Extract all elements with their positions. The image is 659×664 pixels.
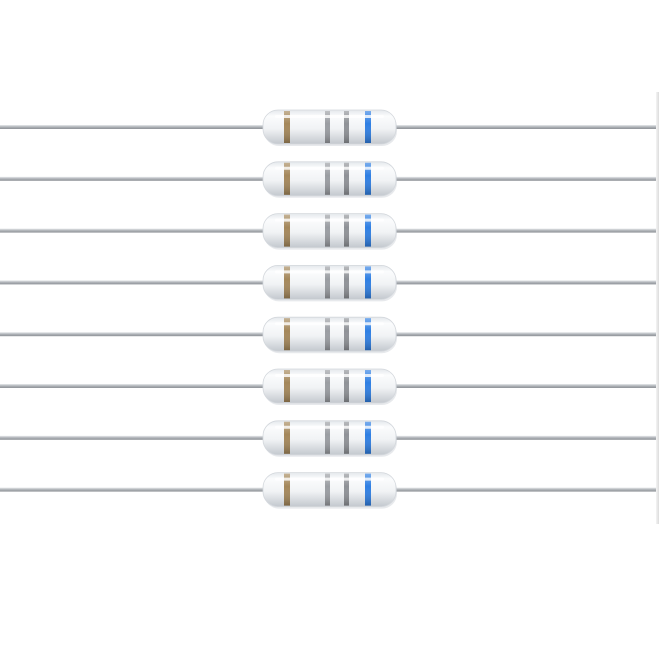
resistor-band-second-shade (325, 370, 330, 402)
resistor-band-first-shade (284, 162, 290, 195)
resistor-band-tolerance-shade (365, 162, 371, 195)
resistor-band-second-shade (325, 214, 330, 247)
resistor-band-first-shade (284, 370, 290, 402)
resistor-highlight (275, 115, 384, 118)
resistor-band-third-shade (344, 266, 349, 299)
resistor-band-second-shade (325, 111, 330, 143)
resistor-band-first-shade (284, 473, 290, 506)
resistor-band-second-shade (325, 318, 330, 351)
resistor-lead-left (0, 280, 267, 285)
resistor-highlight (275, 270, 384, 274)
resistor-band-first-shade (284, 318, 290, 351)
resistor-lead-left (0, 125, 267, 129)
resistor-band-second-shade (325, 266, 330, 299)
resistor-band-first-shade (284, 214, 290, 247)
resistor-band-tolerance-shade (365, 111, 371, 143)
resistor-band-third-shade (344, 318, 349, 351)
resistor-band-second-shade (325, 473, 330, 506)
resistor-band-second-shade (325, 162, 330, 195)
resistor-lead-left (0, 228, 267, 233)
resistor (0, 264, 659, 302)
resistor-band-third-shade (344, 421, 349, 454)
resistor-band-tolerance-shade (365, 370, 371, 402)
resistor-lead-right (392, 435, 659, 440)
resistor (0, 109, 659, 146)
resistor (0, 213, 659, 250)
resistor-highlight (275, 322, 384, 326)
resistor (0, 161, 659, 198)
resistor-lead-right (392, 384, 659, 388)
resistor-highlight (275, 218, 384, 222)
resistor-lead-left (0, 435, 267, 440)
resistor-highlight (275, 166, 384, 170)
resistor-lead-left (0, 384, 267, 388)
resistor-band-first-shade (284, 266, 290, 299)
resistor-band-tolerance-shade (365, 421, 371, 454)
resistor-highlight (275, 425, 384, 429)
resistor-lead-right (392, 176, 659, 181)
resistor-band-third-shade (344, 162, 349, 195)
resistor-lead-left (0, 332, 267, 337)
resistor-band-third-shade (344, 111, 349, 143)
resistor (0, 472, 659, 509)
resistor-band-tolerance-shade (365, 318, 371, 351)
resistor-highlight (275, 374, 384, 377)
resistor-lead-right (392, 332, 659, 337)
backdrop-edge (656, 92, 659, 524)
resistor-lead-right (392, 125, 659, 129)
resistor-lead-left (0, 176, 267, 181)
resistor-lead-right (392, 487, 659, 492)
resistor-band-third-shade (344, 370, 349, 402)
resistor-lead-right (392, 228, 659, 233)
resistor-band-first-shade (284, 421, 290, 454)
resistor-highlight (275, 477, 384, 481)
resistor (0, 420, 659, 457)
resistor-band-tolerance-shade (365, 214, 371, 247)
resistor-band-first-shade (284, 111, 290, 143)
resistor-band-third-shade (344, 473, 349, 506)
resistor (0, 368, 659, 405)
resistor-lead-right (392, 280, 659, 285)
resistor (0, 316, 659, 354)
resistor-band-second-shade (325, 421, 330, 454)
resistor-band-tolerance-shade (365, 473, 371, 506)
resistor-band-tolerance-shade (365, 266, 371, 299)
resistor-band-third-shade (344, 214, 349, 247)
resistor-lead-left (0, 487, 267, 492)
